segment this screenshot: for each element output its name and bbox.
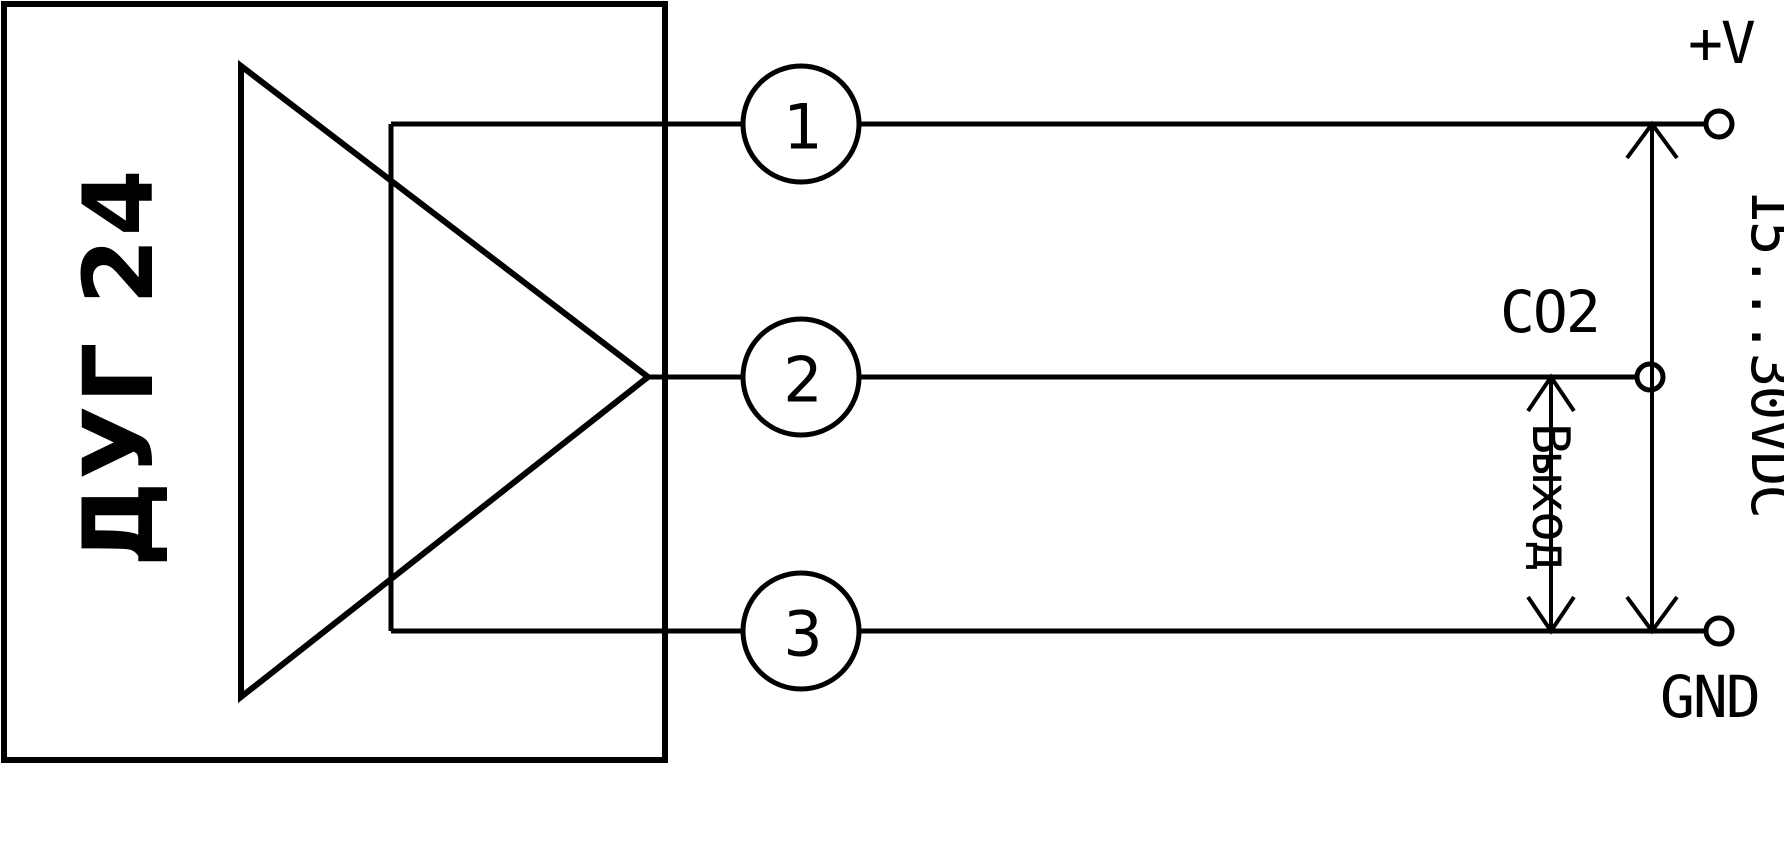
supply-voltage-arrow-down-icon	[1625, 595, 1679, 635]
pin-number-2: 2	[783, 344, 822, 417]
supply-voltage-arrow-up-icon	[1625, 120, 1679, 160]
output-arrow-down-icon	[1526, 595, 1576, 635]
output-arrow-up-icon	[1526, 373, 1576, 413]
terminal-supply-positive[interactable]	[1703, 108, 1735, 140]
signal-output-label: CO2	[1500, 278, 1599, 346]
device-name-label: ДУГ 24	[63, 167, 175, 567]
supply-voltage-range-label: 15...30VDC	[1738, 188, 1784, 517]
output-signal-label: Выход	[1520, 423, 1580, 570]
pin-number-1: 1	[783, 91, 822, 164]
device-enclosure	[1, 1, 668, 763]
terminal-ground[interactable]	[1703, 615, 1735, 647]
ground-label: GND	[1660, 663, 1759, 731]
supply-positive-label: +V	[1688, 9, 1755, 77]
pin-number-3: 3	[783, 598, 822, 671]
sensor-triangle-icon	[238, 59, 653, 704]
